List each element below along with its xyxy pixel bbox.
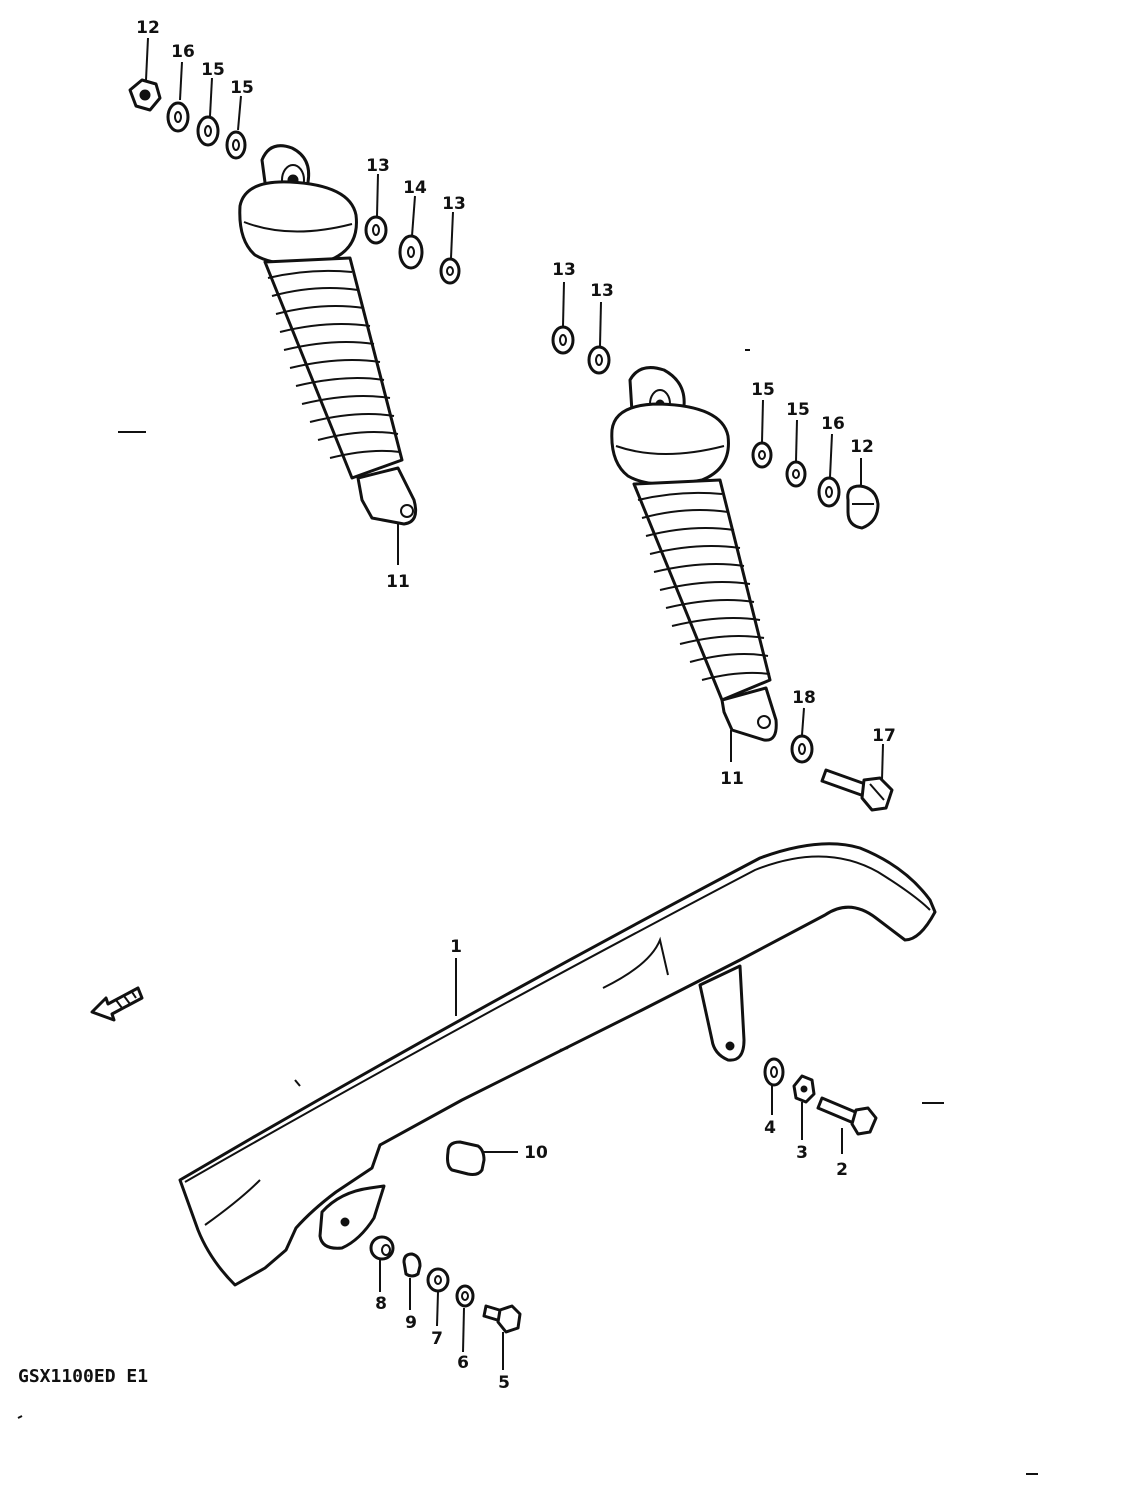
callout-11-left: 11 [386,572,410,592]
washer-18[interactable] [790,734,814,764]
washer-8[interactable] [369,1235,395,1261]
callout-11-right: 11 [720,769,744,789]
callout-6: 6 [457,1353,469,1373]
callout-16-right: 16 [821,414,845,434]
washer-4[interactable] [763,1057,785,1087]
collar-9[interactable] [402,1252,422,1278]
callout-9: 9 [405,1313,417,1333]
callout-4: 4 [764,1118,776,1138]
washer-15-right-b[interactable] [785,460,807,488]
callout-3: 3 [796,1143,808,1163]
bolt-17[interactable] [820,768,894,812]
leader-lines [145,37,884,1370]
callout-8: 8 [375,1294,387,1314]
right-shock-absorber[interactable] [610,366,778,742]
callout-15-left-a: 15 [201,60,225,80]
callout-15-left-b: 15 [230,78,254,98]
washer-13-d[interactable] [587,345,611,375]
callout-14: 14 [403,178,427,198]
callout-labels: 12 16 15 15 13 14 13 13 13 15 15 16 12 1… [136,18,896,1393]
washer-15-left-b[interactable] [225,130,247,160]
chain-case[interactable] [178,842,937,1287]
callout-12-right: 12 [850,437,874,457]
washer-15-right-a[interactable] [751,441,773,469]
callout-16-left: 16 [171,42,195,62]
callout-13-b: 13 [442,194,466,214]
callout-13-c: 13 [552,260,576,280]
washer-7[interactable] [426,1267,450,1293]
callout-10: 10 [524,1143,548,1163]
nut-3[interactable] [792,1074,816,1104]
nut-12-left[interactable] [128,78,162,112]
cushion-10[interactable] [446,1140,486,1176]
callout-13-d: 13 [590,281,614,301]
callout-1: 1 [450,937,462,957]
washer-16-right[interactable] [817,476,841,508]
callout-17: 17 [872,726,896,746]
washer-13-a[interactable] [364,215,388,245]
washer-16-left[interactable] [166,101,190,133]
model-code: GSX1100ED E1 [18,1366,148,1387]
washer-6[interactable] [455,1284,475,1308]
callout-5: 5 [498,1373,510,1393]
washer-13-c[interactable] [551,325,575,355]
callout-13-a: 13 [366,156,390,176]
callout-15-right-b: 15 [786,400,810,420]
washer-13-b[interactable] [439,257,461,285]
callout-2: 2 [836,1160,848,1180]
bolt-5[interactable] [482,1304,522,1334]
callout-15-right-a: 15 [751,380,775,400]
scan-marks [17,349,1038,1475]
callout-7: 7 [431,1329,443,1349]
callout-12-left: 12 [136,18,160,38]
bolt-2[interactable] [816,1096,878,1136]
callout-18: 18 [792,688,816,708]
nut-12-right[interactable] [846,484,880,530]
front-direction-arrow-icon [90,986,144,1022]
washer-15-left-a[interactable] [196,115,220,147]
left-shock-absorber[interactable] [238,144,418,526]
washer-14[interactable] [398,234,424,270]
